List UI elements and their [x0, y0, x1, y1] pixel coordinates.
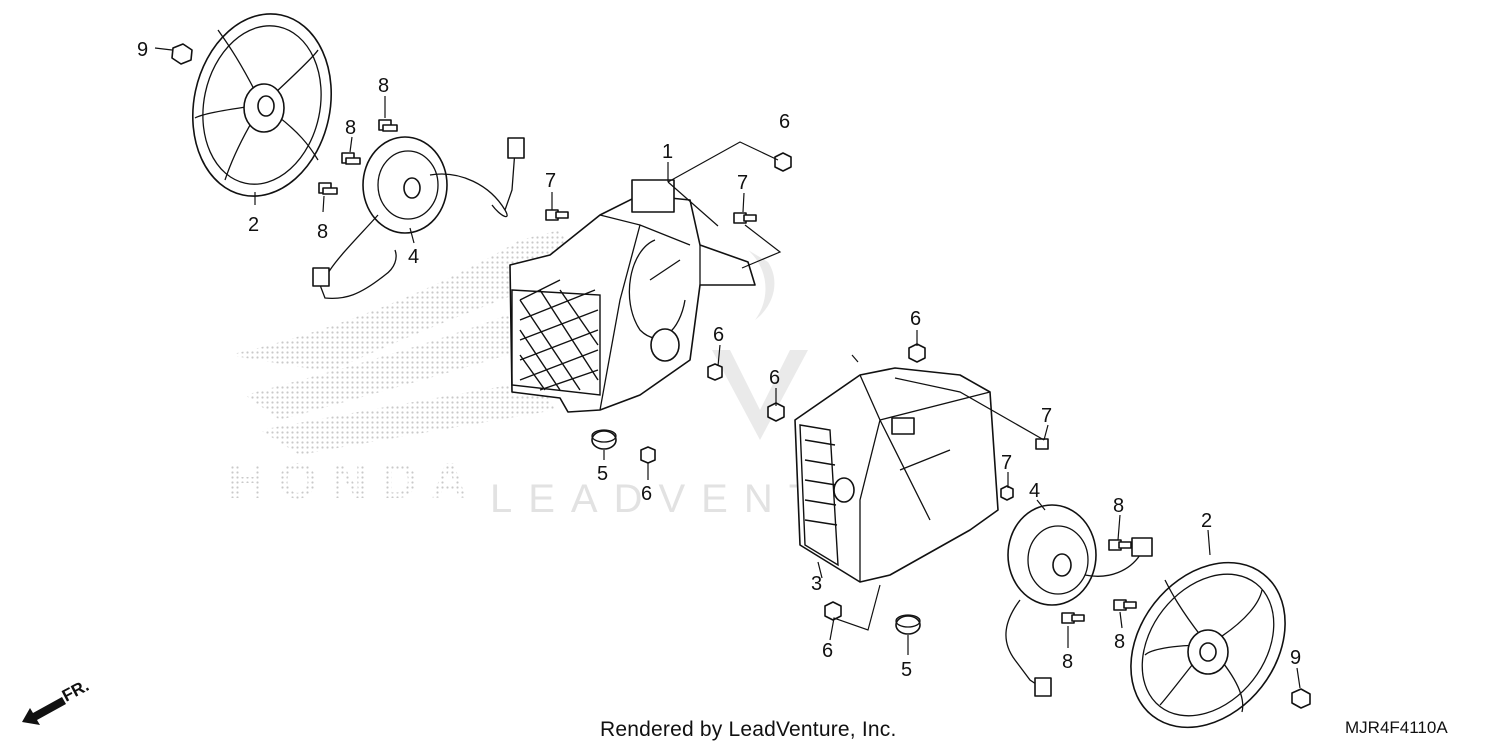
bolts-shroud-lower: [767, 343, 1049, 621]
callout-6-lower-c: 6: [822, 640, 833, 662]
brand-watermark-text: HONDA: [228, 453, 481, 509]
callout-5-upper: 5: [597, 463, 608, 485]
callout-3: 3: [811, 573, 822, 595]
callout-6-upper-b: 6: [713, 324, 724, 346]
fan-blade-lower: [1130, 561, 1286, 729]
callout-7-lower-b: 7: [1001, 452, 1012, 474]
fan-motor-upper: [312, 136, 525, 300]
callout-8-upper-a: 8: [378, 75, 389, 97]
callout-7-upper-b: 7: [737, 172, 748, 194]
callout-8-upper-b: 8: [345, 117, 356, 139]
callout-8-upper-c: 8: [317, 221, 328, 243]
callout-9-lower: 9: [1290, 647, 1301, 669]
bolts-motor-upper: [318, 119, 398, 195]
nut-upper: [171, 43, 193, 65]
callout-7-upper-a: 7: [545, 170, 556, 192]
callout-5-lower: 5: [901, 659, 912, 681]
callout-6-lower-b: 6: [769, 367, 780, 389]
rubber-mount-lower: [895, 614, 921, 635]
callout-2-lower: 2: [1201, 510, 1212, 532]
callout-8-lower-b: 8: [1062, 651, 1073, 673]
fan-motor-lower: [1005, 504, 1153, 697]
callout-9-upper: 9: [137, 39, 148, 61]
callout-7-lower-a: 7: [1041, 405, 1052, 427]
fan-shroud-lower: [794, 367, 999, 583]
callout-6-upper-c: 6: [641, 483, 652, 505]
callout-numbers: 9 2 8 8 8 4 1 6 7 7 6 5 6 6 6 7 7 4 8 2 …: [137, 39, 1301, 681]
callout-4-upper: 4: [408, 246, 419, 268]
mesh-upper: [511, 279, 601, 396]
diagram-code: MJR4F4110A: [1345, 718, 1448, 737]
dealer-logo-watermark: [712, 250, 808, 440]
callout-6-upper-a: 6: [779, 111, 790, 133]
bolts-motor-lower: [1061, 539, 1137, 624]
rubber-mount-upper: [591, 429, 617, 450]
bolts-shroud-upper: [545, 152, 792, 464]
front-direction-arrow: FR.: [22, 676, 92, 725]
callout-1: 1: [662, 141, 673, 163]
callout-6-lower-a: 6: [910, 308, 921, 330]
callout-8-lower-c: 8: [1114, 631, 1125, 653]
callout-8-lower-a: 8: [1113, 495, 1124, 517]
rendered-by-credit: Rendered by LeadVenture, Inc.: [600, 718, 897, 741]
callout-4-lower: 4: [1029, 480, 1040, 502]
brand-wing-watermark: [228, 230, 580, 455]
fan-blade-upper: [191, 13, 333, 197]
nut-lower: [1291, 688, 1311, 709]
fan-shroud-upper: [509, 179, 756, 413]
callout-2-upper: 2: [248, 214, 259, 236]
leader-lines: [154, 47, 1301, 689]
